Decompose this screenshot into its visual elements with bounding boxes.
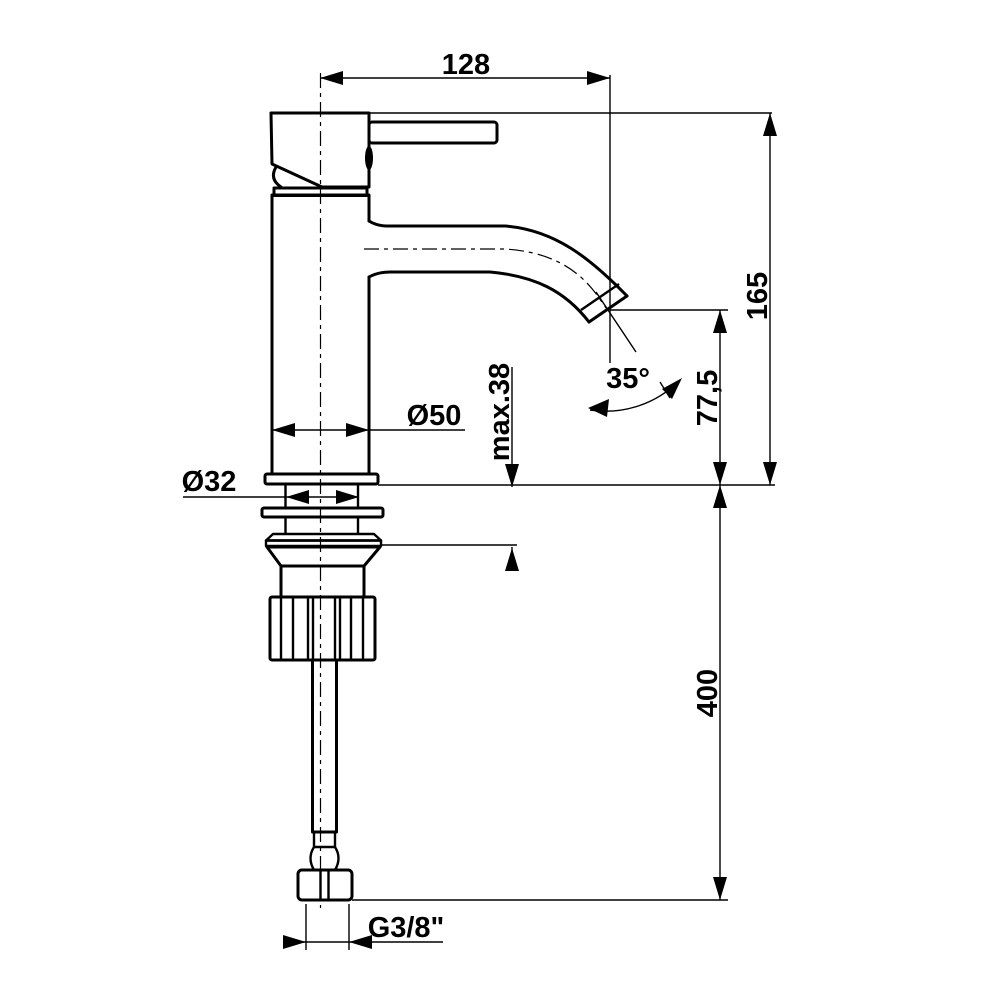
mixer-head-lip — [271, 165, 283, 189]
arrow-g38-left — [283, 935, 306, 949]
spout-bottom-edge — [367, 270, 591, 324]
body-column — [270, 193, 371, 476]
spout-centerline — [364, 248, 607, 309]
label-thread-size: G3/8" — [368, 912, 445, 944]
supply-pipe — [311, 658, 338, 834]
faucet-outline — [260, 111, 629, 902]
label-body-diameter: Ø50 — [407, 400, 462, 432]
arrow-g38-right — [349, 935, 372, 949]
spout-top-edge — [367, 219, 629, 298]
angle-leader-line — [595, 291, 637, 353]
pipe-nipple — [309, 846, 340, 871]
handle-pivot — [365, 146, 373, 170]
dimension-labels: 128 165 77,5 35° Ø50 Ø32 max.38 400 G3/8… — [182, 49, 774, 944]
label-outlet-height: 77,5 — [692, 370, 724, 426]
thread-extension-lines — [305, 904, 350, 950]
arrow-128-left — [320, 71, 343, 85]
label-spout-angle: 35° — [606, 363, 650, 395]
mounting-nut-knurling — [279, 598, 365, 659]
arrow-arc-left — [588, 399, 609, 417]
arrow-165-top — [763, 113, 777, 136]
arrow-max38-top — [505, 464, 519, 487]
arrow-400-bottom — [713, 877, 727, 900]
base-flange — [263, 472, 380, 486]
arrow-400-top — [713, 485, 727, 508]
arrow-arc-right — [662, 378, 682, 399]
washer — [260, 506, 385, 519]
arrow-775-top — [713, 310, 727, 333]
label-hose-length: 400 — [692, 669, 724, 717]
threaded-stem — [284, 484, 360, 534]
lever-handle — [367, 120, 499, 145]
arrow-max38-bottom — [505, 548, 519, 571]
arrow-128-right — [587, 71, 610, 85]
mounting-nut — [268, 595, 377, 662]
seal-plate — [264, 539, 383, 548]
centerlines — [319, 73, 607, 908]
label-tailpiece-diameter: Ø32 — [182, 466, 237, 498]
arrow-d32-right — [336, 490, 359, 504]
arrowheads — [272, 71, 777, 949]
arrow-775-bottom — [713, 462, 727, 485]
hex-nut-facets — [319, 871, 330, 899]
label-total-height: 165 — [742, 272, 774, 320]
shank — [279, 564, 366, 599]
arrow-d50-left — [272, 423, 295, 437]
arrow-d32-left — [286, 490, 309, 504]
pipe-coupling — [312, 832, 337, 849]
arrow-165-bottom — [763, 462, 777, 485]
arrow-d50-right — [346, 423, 369, 437]
hex-nut — [296, 868, 354, 902]
clamp-cone — [265, 545, 382, 568]
label-max-deck-thickness: max.38 — [484, 363, 516, 461]
label-spout-reach: 128 — [442, 49, 490, 81]
reference-lines — [305, 75, 775, 950]
